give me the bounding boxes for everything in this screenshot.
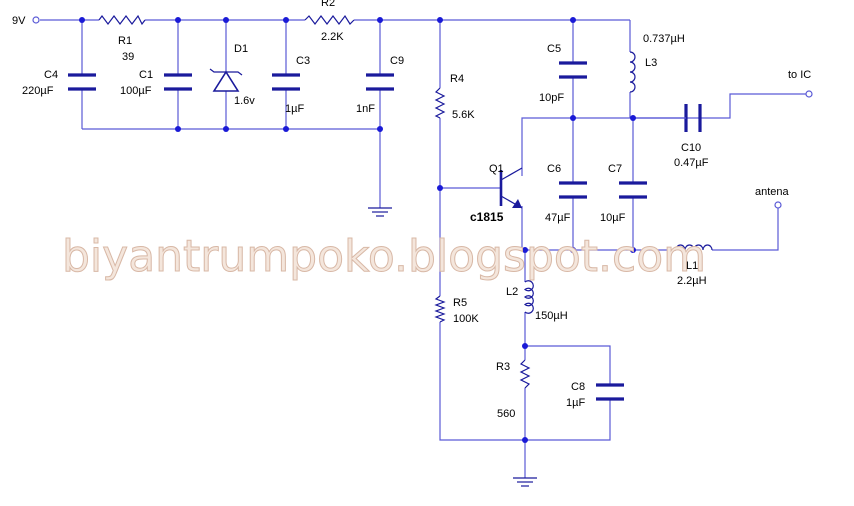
ground-symbol-left: [368, 207, 392, 217]
capacitor-c8: [596, 383, 624, 401]
c3-ref: C3: [296, 55, 310, 67]
resistor-r4: [434, 87, 446, 119]
capacitor-c10: [633, 104, 702, 132]
c8-ref: C8: [571, 381, 585, 393]
capacitor-c7: [619, 181, 647, 199]
c10-value: 0.47µF: [674, 157, 709, 169]
output-label: to IC: [788, 69, 811, 81]
resistor-r3: [519, 359, 531, 389]
l3-ref: L3: [645, 57, 657, 69]
r3-value: 560: [497, 408, 515, 420]
c6-ref: C6: [547, 163, 561, 175]
output-terminal: [805, 90, 813, 98]
capacitor-c6: [559, 181, 587, 199]
ground-symbol-bottom: [513, 477, 537, 487]
q1-ref: Q1: [489, 163, 504, 175]
c5-ref: C5: [547, 43, 561, 55]
r2-ref: R2: [321, 0, 335, 9]
c4-ref: C4: [44, 69, 58, 81]
l1-value: 2.2µH: [677, 275, 707, 287]
antenna-label: antena: [755, 186, 790, 198]
c5-value: 10pF: [539, 92, 564, 104]
resistor-r1: [98, 14, 146, 26]
r3-ref: R3: [496, 361, 510, 373]
antenna-terminal: [774, 201, 782, 209]
c1-value: 100µF: [120, 85, 152, 97]
supply-terminal: [32, 16, 40, 24]
r4-value: 5.6K: [452, 109, 475, 121]
capacitor-c3: [272, 73, 300, 91]
resistor-r2: [304, 14, 355, 25]
supply-label: 9V: [12, 15, 26, 27]
inductor-l1: [675, 244, 713, 251]
zener-diode-d1: [209, 68, 243, 92]
inductor-l3: [629, 51, 636, 93]
junction-dots: [79, 17, 636, 443]
c7-value: 10µF: [600, 212, 626, 224]
d1-ref: D1: [234, 43, 248, 55]
l3-value: 0.737µH: [643, 33, 685, 45]
watermark: biyantrumpoko.blogspot.com: [62, 231, 706, 282]
l2-ref: L2: [506, 286, 518, 298]
capacitor-c9: [366, 73, 394, 91]
c8-value: 1µF: [566, 397, 585, 409]
wires: [40, 19, 806, 478]
c10-ref: C10: [681, 142, 701, 154]
c3-value: 1µF: [285, 103, 304, 115]
c4-value: 220µF: [22, 85, 54, 97]
r4-ref: R4: [450, 73, 464, 85]
c1-ref: C1: [139, 69, 153, 81]
r5-ref: R5: [453, 297, 467, 309]
c6-value: 47µF: [545, 212, 571, 224]
l2-value: 150µH: [535, 310, 568, 322]
r1-ref: R1: [118, 35, 132, 47]
resistor-r5: [434, 295, 446, 323]
transistor-q1: [499, 167, 523, 209]
capacitor-c5: [559, 61, 587, 79]
c9-ref: C9: [390, 55, 404, 67]
c9-value: 1nF: [356, 103, 375, 115]
l1-ref: L1: [686, 260, 698, 272]
capacitor-c1: [164, 73, 192, 91]
c7-ref: C7: [608, 163, 622, 175]
r1-value: 39: [122, 51, 134, 63]
r5-value: 100K: [453, 313, 479, 325]
capacitor-c4: [68, 73, 96, 91]
inductor-l2: [524, 280, 534, 314]
r2-value: 2.2K: [321, 31, 344, 43]
q1-part: c1815: [470, 210, 504, 224]
d1-value: 1.6v: [234, 95, 255, 107]
